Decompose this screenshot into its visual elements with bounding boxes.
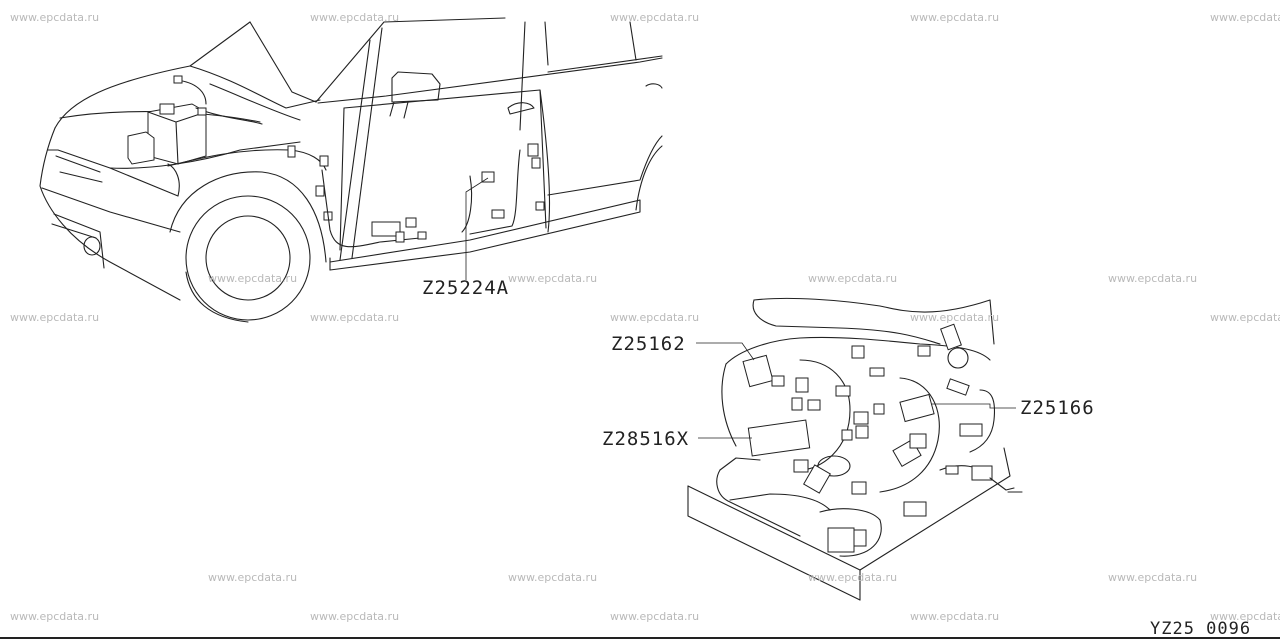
bottom-divider — [0, 637, 1280, 639]
callout-label: Z28516X — [602, 428, 690, 450]
callout-label: Z25166 — [1020, 397, 1095, 419]
car-body-illustration — [39, 17, 663, 323]
callout-label: Z25162 — [611, 333, 686, 355]
illustration-code: YZ25 0096 — [1150, 619, 1252, 639]
callout-label: Z25224A — [422, 277, 510, 299]
seat-wiring-illustration — [687, 297, 1023, 601]
